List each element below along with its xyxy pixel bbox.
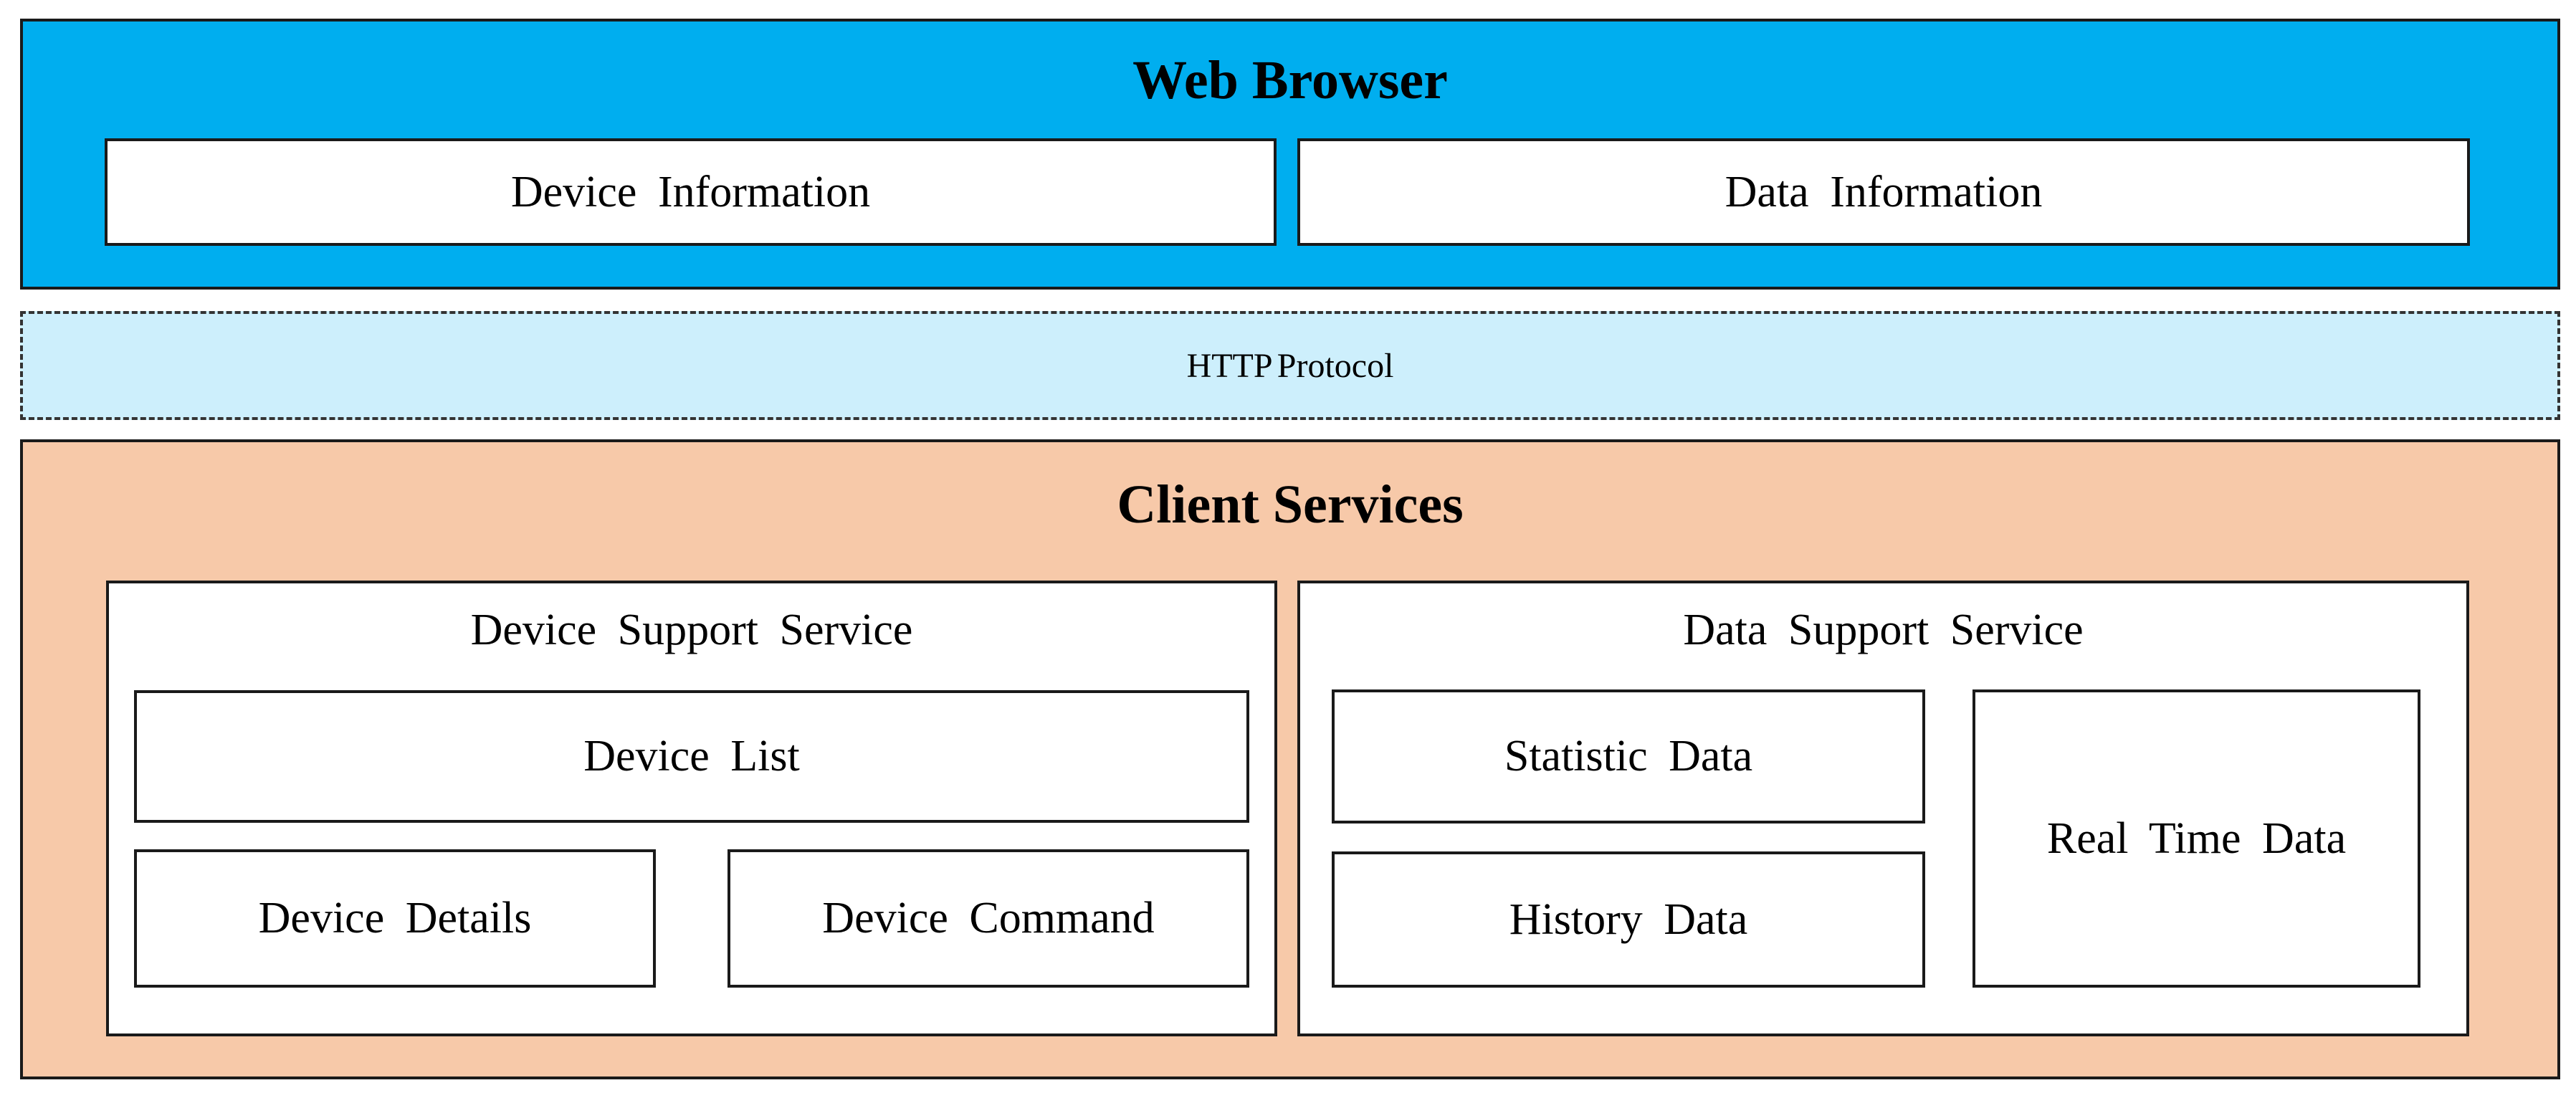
device-command-box: Device Command [728,849,1249,988]
device-details-box: Device Details [134,849,656,988]
data-information-box: Data Information [1297,138,2470,246]
history-data-box: History Data [1332,851,1925,988]
web-browser-title: Web Browser [1132,50,1448,110]
device-information-box: Device Information [105,138,1277,246]
data-support-service-title: Data Support Service [1683,606,2084,654]
statistic-data-box: Statistic Data [1332,689,1925,824]
device-list-box: Device List [134,690,1249,823]
real-time-data-box: Real Time Data [1972,689,2420,988]
client-services-title: Client Services [1117,474,1464,535]
http-protocol-layer: HTTP Protocol [20,311,2560,420]
device-support-service-title: Device Support Service [470,606,913,654]
